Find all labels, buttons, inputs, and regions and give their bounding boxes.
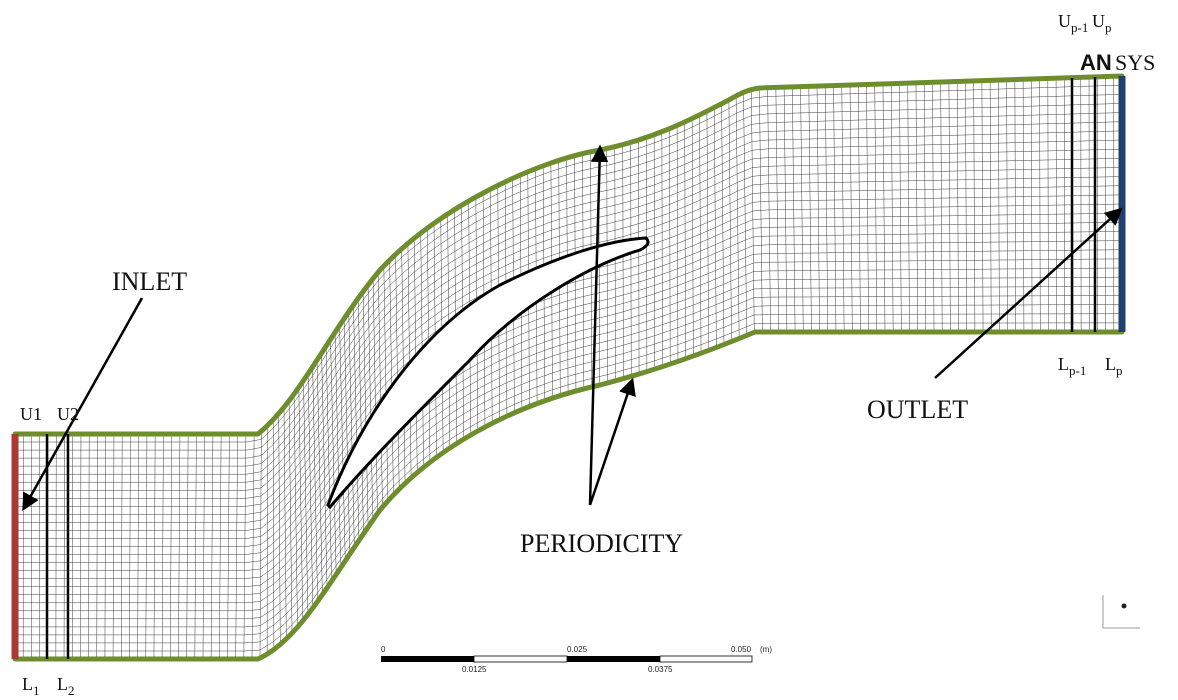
scale-segment-2 [473,655,568,663]
l2-sub: 2 [68,683,75,698]
mesh-line [15,112,1123,467]
lower-periodic-boundary [12,329,1125,662]
scale-tick-0-0125: 0.0125 [462,665,487,674]
up-1-base: U [1058,11,1071,31]
mesh-line [743,92,747,336]
l1-sub: 1 [33,683,40,698]
up-base: U [1092,11,1105,31]
lp-base: L [1105,354,1116,374]
mesh-line [15,322,1122,652]
mesh-line [15,231,1123,571]
inlet-label: INLET [112,267,187,296]
ansys-logo-part1: AN [1080,50,1112,75]
periodicity-arrow-upper [588,144,609,506]
mesh-line [15,94,1123,451]
mesh-line [251,433,255,660]
scale-segment-4 [659,655,753,663]
mesh-line [15,84,1123,443]
mesh-line [15,148,1123,499]
lp-label: Lp [1105,354,1123,378]
lp-1-base: L [1058,354,1069,374]
scale-bar: 0 0.025 0.050 (m) 0.0125 0.0375 [381,645,772,674]
scale-segment-3 [567,656,660,662]
ansys-logo-part2: SYS [1115,50,1155,75]
mesh-line [15,313,1123,644]
mesh-line [15,276,1123,612]
ansys-logo: AN SYS [1080,50,1155,75]
up-1-sub: p-1 [1071,20,1088,35]
mesh-line [15,194,1123,539]
periodicity-label: PERIODICITY [520,529,683,558]
mesh-line [15,158,1123,507]
scale-tick-0-0375: 0.0375 [648,665,673,674]
inlet-arrow [22,297,144,512]
z-axis-dot [1121,603,1127,609]
lp-1-sub: p-1 [1069,363,1086,378]
up-label: Up [1092,11,1112,35]
mesh-line [759,88,763,333]
upper-periodic-boundary [12,73,1125,437]
mesh-line [15,176,1123,523]
l2-label: L2 [57,674,75,698]
mesh-line [15,139,1123,491]
blade-profile [326,236,650,510]
mesh-line [15,103,1123,459]
lp-sub: p [1116,363,1123,378]
l2-base: L [57,674,68,694]
mesh-line [15,249,1123,587]
l1-label: L1 [22,674,40,698]
outlet-label: OUTLET [867,395,968,424]
outlet-arrow [934,207,1123,379]
u2-label: U2 [57,404,79,424]
mesh-line [15,286,1123,620]
scale-tick-0-050: 0.050 [731,645,752,654]
periodicity-arrow-lower [588,377,636,506]
mesh-line [15,267,1123,604]
mesh-line [15,258,1123,595]
scale-segment-1 [381,656,474,662]
scale-tick-0: 0 [381,645,386,654]
lp-1-label: Lp-1 [1058,354,1086,378]
u1-label: U1 [20,404,42,424]
scale-unit: (m) [760,645,772,654]
mesh-line [15,240,1123,579]
mesh-line [15,295,1123,628]
mesh-line [15,304,1122,636]
l1-base: L [22,674,33,694]
mesh-line [15,167,1123,515]
scale-tick-0-025: 0.025 [567,645,588,654]
mesh-line [15,121,1123,475]
up-1-label: Up-1 [1058,11,1088,35]
computational-mesh [14,76,1123,660]
mesh-line [15,130,1123,483]
up-sub: p [1105,20,1112,35]
axis-triad [1102,595,1140,629]
